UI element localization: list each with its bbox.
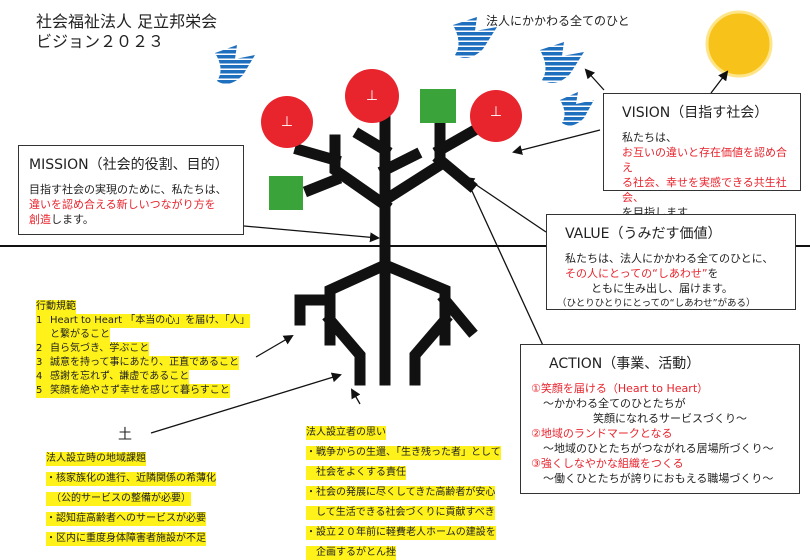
conduct-item: 誠意を持って事にあたり、正直であること xyxy=(50,356,239,370)
value-heading: VALUE（うみだす価値） xyxy=(565,226,722,242)
vision-year: ビジョン２０２３ xyxy=(36,32,165,51)
action-title: ②地域のランドマークとなる xyxy=(531,427,673,440)
founder-thought: ・社会の発展に尽くしてきた高齢者が安心 xyxy=(306,486,496,500)
diagram-title: 社会福祉法人 足立邦栄会 ビジョン２０２３ xyxy=(36,12,217,52)
action-sub: ～地域のひとたちがつながれる居場所づくり～ xyxy=(543,442,774,455)
arrow-vision-to-sun xyxy=(710,70,729,94)
arrow-founder-to-roots xyxy=(351,388,361,405)
org-name: 社会福祉法人 足立邦栄会 xyxy=(36,12,218,31)
action-title: ③強くしなやかな組織をつくる xyxy=(531,457,684,470)
arrow-vision-to-everyone xyxy=(584,68,605,91)
founding-issue: （公的サービスの整備が必要） xyxy=(46,492,191,506)
action-heading: ACTION（事業、活動） xyxy=(549,356,701,372)
arrow-action-to-tree xyxy=(464,176,547,353)
founder-thoughts-block: 法人設立者の思い ・戦争からの生還、「生き残った者」として 社会をよくする責任 … xyxy=(306,420,506,560)
everyone-label: 法人にかかわる全てのひと xyxy=(486,14,630,28)
action-title: ①笑顔を届ける（Heart to Heart） xyxy=(531,382,709,395)
value-note: （ひとりひとりにとっての“しあわせ”がある） xyxy=(557,298,756,309)
founding-issue: ・核家族化の進行、近隣関係の希薄化 xyxy=(46,472,216,486)
founder-thought: ・戦争からの生還、「生き残った者」として xyxy=(306,446,501,460)
arrow-conduct-to-roots xyxy=(255,334,294,358)
founder-thought: 企画するがとん挫 xyxy=(306,546,396,560)
arrow-value-to-tree xyxy=(464,176,547,233)
tree-illustration: ⊥ ⊥ ⊥ xyxy=(0,10,810,434)
conduct-item: と繋がること xyxy=(50,328,110,342)
founder-thought: 社会をよくする責任 xyxy=(306,466,406,480)
trunk-and-branches xyxy=(293,109,483,252)
founding-issues-heading: 法人設立時の地域課題 xyxy=(46,452,146,466)
value-happiness: その人にとっての“しあわせ” xyxy=(565,267,708,280)
founder-thought: ・設立２０年前に軽費老人ホームの建設を xyxy=(306,526,496,540)
mission-heading: MISSION（社会的役割、目的） xyxy=(29,157,229,173)
conduct-item: 感謝を忘れず、謙虚であること xyxy=(50,370,190,384)
founding-issue: ・区内に重度身体障害者施設が不足 xyxy=(46,532,206,546)
vision-line: る社会、幸せを実感できる共生社会、 xyxy=(622,176,787,204)
founder-thoughts-heading: 法人設立者の思い xyxy=(306,426,386,440)
apple-icon: ⊥ xyxy=(345,69,399,123)
vision-line: お互いの違いと存在価値を認め合え xyxy=(622,146,787,174)
bird-icon xyxy=(560,92,594,126)
action-box: ACTION（事業、活動） ①笑顔を届ける（Heart to Heart） ～か… xyxy=(520,344,800,494)
value-line: ともに生み出し、届けます。 xyxy=(591,282,733,295)
earth-mark: 土 xyxy=(118,427,132,443)
conduct-item: Heart to Heart 「本当の心」を届け、「人」 xyxy=(50,314,250,328)
apple-icon: ⊥ xyxy=(261,96,313,148)
founder-thought: して生活できる社会づくりに貢献すべき xyxy=(306,506,495,520)
arrow-vision-to-tree xyxy=(512,129,601,155)
bird-icon xyxy=(453,17,497,58)
vision-heading: VISION（目指す社会） xyxy=(622,105,769,121)
vision-box: VISION（目指す社会） 私たちは、 お互いの違いと存在価値を認め合え る社会… xyxy=(603,93,801,219)
mission-line: 違いを認め合える新しいつながり方を xyxy=(29,198,216,211)
founding-issues-block: 法人設立時の地域課題 ・核家族化の進行、近隣関係の希薄化 （公的サービスの整備が… xyxy=(46,446,246,546)
apple-icon: ⊥ xyxy=(470,90,522,142)
conduct-heading: 行動規範 xyxy=(36,300,76,314)
roots xyxy=(294,224,478,386)
value-line: 私たちは、法人にかかわる全てのひとに、 xyxy=(565,252,774,265)
apple-mark: ⊥ xyxy=(490,104,502,120)
apple-mark: ⊥ xyxy=(281,114,293,130)
sun-icon xyxy=(705,10,773,78)
mission-box: MISSION（社会的役割、目的） 目指す社会の実現のために、私たちは、 違いを… xyxy=(18,145,244,235)
bird-icon xyxy=(540,42,584,83)
value-box: VALUE（うみだす価値） 私たちは、法人にかかわる全てのひとに、 その人にとっ… xyxy=(546,214,796,310)
arrow-mission-to-trunk xyxy=(243,225,380,243)
value-line: その人にとっての“しあわせ”を xyxy=(565,267,719,280)
founding-issue: ・認知症高齢者へのサービスが必要 xyxy=(46,512,206,526)
conduct-item: 笑顔を絶やさず幸せを感じて暮らすこと xyxy=(50,384,230,398)
mission-line: 目指す社会の実現のために、私たちは、 xyxy=(29,183,227,196)
mission-create: 創造 xyxy=(29,213,51,226)
action-sub: ～働くひとたちが誇りにおもえる職場づくり～ xyxy=(543,472,774,485)
action-sub: 笑顔になれるサービスづくり～ xyxy=(593,412,747,425)
action-sub: ～かかわる全てのひとたちが xyxy=(543,397,686,410)
bird-icon xyxy=(215,45,255,84)
apple-mark: ⊥ xyxy=(366,88,378,104)
arrow-issues-to-roots xyxy=(150,372,342,434)
leaf-icon xyxy=(420,89,456,123)
mission-line: 創造します。 xyxy=(29,213,94,226)
leaf-icon xyxy=(269,176,303,210)
conduct-item: 自ら気づき、学ぶこと xyxy=(50,342,150,356)
vision-line: 私たちは、 xyxy=(622,131,677,144)
